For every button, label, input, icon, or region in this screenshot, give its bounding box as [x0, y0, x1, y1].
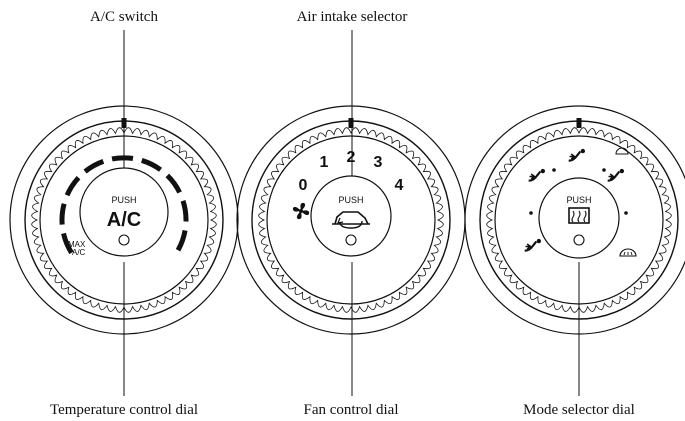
floor-defrost-icon — [606, 147, 629, 182]
callout-air-intake-selector: Air intake selector — [297, 9, 408, 25]
rear-defroster-indicator-light — [573, 234, 585, 246]
knurl-pattern — [258, 127, 444, 313]
mode-dot — [529, 211, 533, 215]
fan-speed-0: 0 — [299, 177, 308, 194]
temperature-scale-arc — [59, 155, 189, 255]
vent-face-icon — [523, 238, 543, 252]
fan-speed-4: 4 — [395, 177, 404, 194]
fan-speed-1: 1 — [320, 154, 329, 171]
max-ac-label-line1: MAX — [68, 240, 86, 249]
knurl-pattern — [486, 127, 672, 313]
fan-speed-3: 3 — [374, 154, 383, 171]
temperature-dial-face — [39, 135, 209, 305]
ac-push-label: PUSH — [111, 195, 136, 205]
fan-speed-2: 2 — [347, 149, 356, 166]
air-intake-indicator-light — [345, 234, 357, 246]
ac-button-label: A/C — [107, 209, 141, 231]
temperature-dial-knurl — [31, 127, 217, 313]
mode-dot — [602, 168, 606, 172]
fan-dial-face — [266, 135, 436, 305]
mode-dial-knurl — [486, 127, 672, 313]
ac-indicator-light — [118, 234, 130, 246]
defrost-icon — [619, 248, 637, 257]
recirculation-car-icon — [332, 211, 370, 229]
air-intake-push-label: PUSH — [338, 195, 363, 205]
mode-dial-indicator — [576, 118, 582, 128]
mode-dial-face — [494, 135, 664, 305]
callout-temperature-dial: Temperature control dial — [50, 402, 198, 418]
temperature-dial-indicator — [121, 118, 127, 128]
mode-dial[interactable]: PUSH — [464, 105, 685, 335]
knurl-pattern — [31, 127, 217, 313]
air-intake-selector[interactable] — [310, 175, 392, 257]
floor-icon — [567, 148, 587, 162]
mode-dial-outer-ring — [464, 105, 685, 335]
callout-mode-dial: Mode selector dial — [523, 402, 635, 418]
temperature-dial[interactable]: PUSH A/C MAX A/C — [9, 105, 239, 335]
callout-ac-switch: A/C switch — [90, 9, 158, 25]
rear-defroster-push-label: PUSH — [566, 195, 591, 205]
mode-dot — [624, 211, 628, 215]
fan-icon — [292, 202, 310, 220]
callout-fan-dial: Fan control dial — [304, 402, 399, 418]
temperature-dial-outer-ring — [9, 105, 239, 335]
rear-defroster-icon — [568, 207, 590, 224]
ac-switch[interactable] — [79, 167, 169, 257]
mode-dot — [552, 168, 556, 172]
max-ac-label-line2: A/C — [72, 248, 86, 257]
fan-dial-indicator — [348, 118, 354, 128]
bi-level-icon — [527, 168, 547, 182]
fan-dial[interactable]: 0 1 2 3 4 PUSH — [236, 105, 466, 335]
fan-dial-knurl — [258, 127, 444, 313]
